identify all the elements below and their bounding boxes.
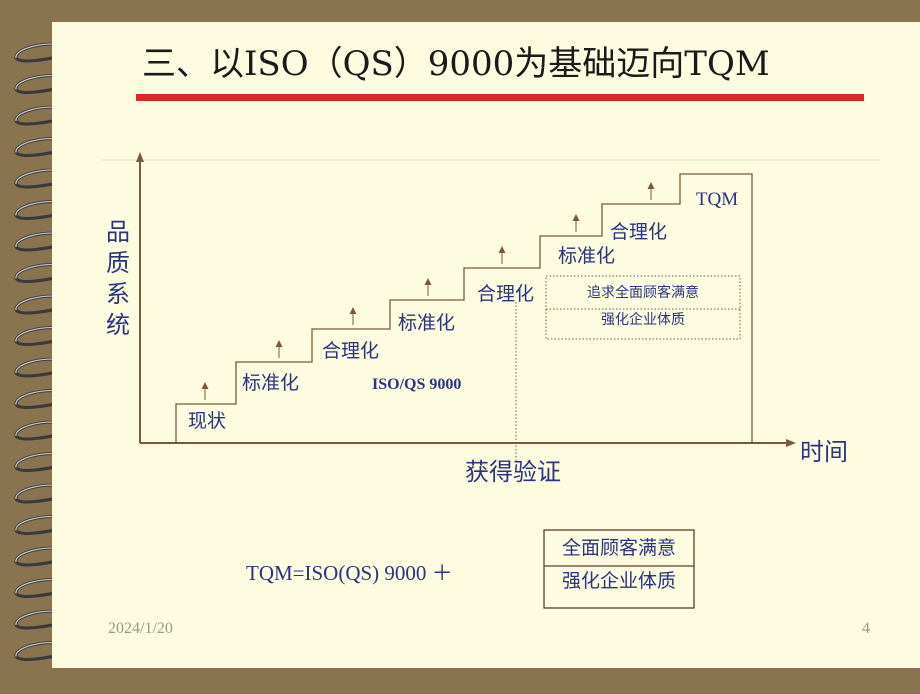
goal-dotted-box (545, 275, 741, 340)
step-label: 现状 (188, 410, 226, 432)
formula-box-line2: 强化企业体质 (562, 570, 676, 592)
staircase-line (175, 173, 753, 443)
slide-title: 三、以ISO（QS）9000为基础迈向TQM (142, 44, 770, 84)
y-axis-label: 品质系统 (106, 218, 130, 339)
step-arrowhead (647, 182, 655, 189)
verify-label: 获得验证 (465, 458, 561, 486)
step-label: 标准化 (398, 312, 455, 334)
step-label: 标准化 (242, 372, 299, 394)
goal-box-line2: 强化企业体质 (601, 311, 685, 328)
formula-box (543, 529, 695, 609)
step-label: 合理化 (322, 340, 379, 362)
slide (52, 22, 920, 668)
formula-text: TQM=ISO(QS) 9000 ＋ (246, 561, 453, 585)
step-arrowhead (572, 214, 580, 221)
iso-label: ISO/QS 9000 (372, 376, 461, 393)
formula-box-line1: 全面顾客满意 (562, 537, 676, 559)
footer-page-number: 4 (862, 620, 870, 637)
top-step-label: TQM (696, 189, 738, 210)
x-axis-arrow (786, 439, 796, 447)
step-label: 合理化 (610, 221, 667, 243)
footer-date: 2024/1/20 (108, 620, 173, 637)
step-label: 标准化 (558, 245, 615, 267)
step-arrows (201, 182, 655, 400)
y-axis-arrow (136, 152, 144, 162)
goal-box-line1: 追求全面顾客满意 (587, 284, 699, 301)
step-arrowhead (349, 307, 357, 314)
step-label: 合理化 (477, 283, 534, 305)
x-axis-label: 时间 (800, 438, 848, 466)
title-underline (136, 94, 864, 101)
step-arrowhead (275, 340, 283, 347)
step-arrowhead (424, 278, 432, 285)
step-arrowhead (201, 382, 209, 389)
step-arrowhead (498, 246, 506, 253)
